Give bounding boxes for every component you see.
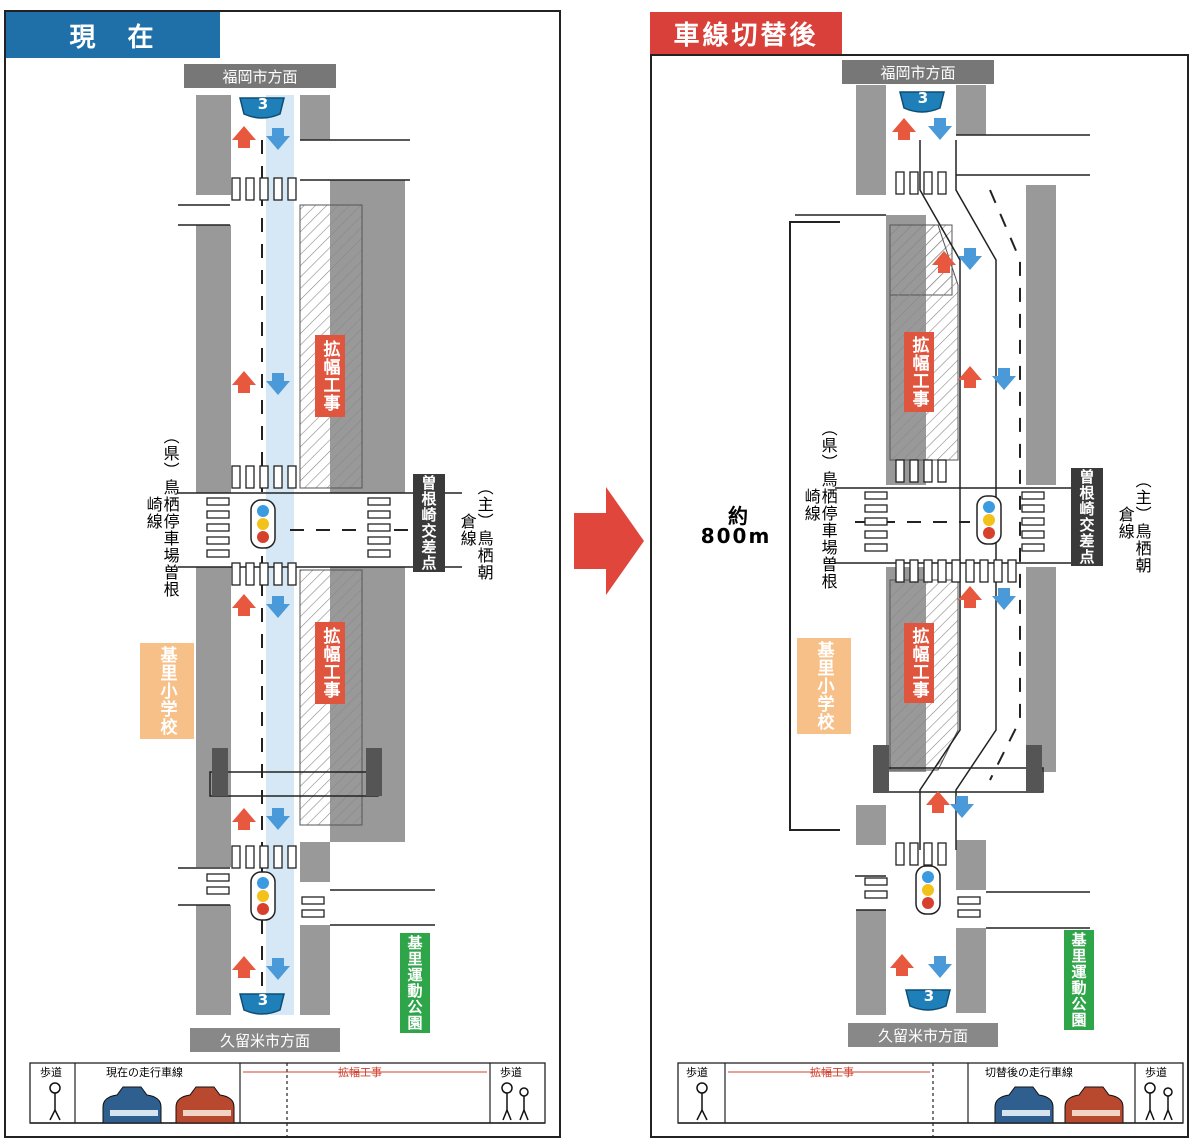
after-traffic-signal-2 xyxy=(915,865,941,915)
after-park-label: 基里運動公園 xyxy=(1064,930,1094,1030)
current-bottom-direction: 久留米市方面 xyxy=(190,1028,340,1052)
after-top-direction: 福岡市方面 xyxy=(842,60,994,84)
traffic-signal-2 xyxy=(250,871,276,921)
after-route-number-bottom: 3 xyxy=(923,987,935,1005)
after-bottom-direction: 久留米市方面 xyxy=(848,1023,998,1047)
distance-bracket xyxy=(789,221,840,831)
current-park-label: 基里運動公園 xyxy=(400,933,430,1033)
route-shield-top xyxy=(239,97,285,119)
after-section-lanes: 切替後の走行車線 xyxy=(985,1066,1073,1079)
route-shield-bottom xyxy=(239,993,285,1015)
after-school-label: 基里小学校 xyxy=(797,638,851,734)
current-section-widening: 拡幅工事 xyxy=(338,1066,382,1079)
distance-label: 約 xyxy=(728,504,748,528)
after-title-tab: 車線切替後 xyxy=(650,12,842,54)
after-left-road-label: （県）鳥栖停車場曽根崎線 xyxy=(801,420,838,590)
current-top-direction: 福岡市方面 xyxy=(184,64,336,88)
pedestrian-left xyxy=(49,1082,61,1121)
after-section-widening: 拡幅工事 xyxy=(810,1066,854,1079)
transition-arrow xyxy=(574,487,644,595)
after-widening-label-1: 拡幅工事 xyxy=(904,332,934,412)
pedestrians-right xyxy=(501,1082,529,1121)
route-number-bottom: 3 xyxy=(257,991,269,1009)
after-right-road-label: （主）鳥栖朝倉線 xyxy=(1115,472,1152,574)
current-section-sidewalk-left: 歩道 xyxy=(40,1066,62,1079)
current-intersection-label: 曽根崎交差点 xyxy=(413,474,445,572)
current-left-road-label: （県）鳥栖停車場曽根崎線 xyxy=(143,428,180,598)
current-title: 現 在 xyxy=(69,22,157,53)
after-route-number-top: 3 xyxy=(917,89,929,107)
route-number-top: 3 xyxy=(257,95,269,113)
current-widening-label-1: 拡幅工事 xyxy=(315,335,345,417)
current-title-tab: 現 在 xyxy=(6,12,220,58)
left-sidewalk xyxy=(196,95,231,195)
current-section-sidewalk-right: 歩道 xyxy=(500,1066,522,1079)
after-widening-label-2: 拡幅工事 xyxy=(904,623,934,703)
car-2 xyxy=(175,1086,235,1124)
car-1 xyxy=(102,1086,162,1124)
current-school-label: 基里小学校 xyxy=(140,643,194,739)
after-section-sidewalk-right: 歩道 xyxy=(1145,1066,1167,1079)
right-sidewalk xyxy=(300,95,330,140)
current-widening-label-2: 拡幅工事 xyxy=(315,622,345,704)
after-road-map xyxy=(677,85,1184,1141)
current-road-map xyxy=(29,95,546,1141)
after-traffic-signal-1 xyxy=(976,495,1002,545)
distance-value: 800m xyxy=(700,524,772,548)
after-intersection-label: 曽根崎交差点 xyxy=(1071,468,1103,566)
traffic-signal-1 xyxy=(250,499,276,549)
after-title: 車線切替後 xyxy=(673,20,819,51)
current-right-road-label: （主）鳥栖朝倉線 xyxy=(457,479,494,581)
current-section-lanes: 現在の走行車線 xyxy=(106,1066,183,1079)
after-section-sidewalk-left: 歩道 xyxy=(686,1066,708,1079)
